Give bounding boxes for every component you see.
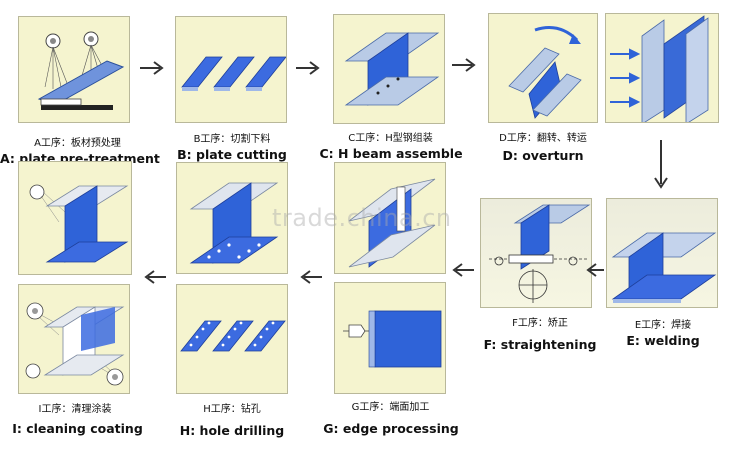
arrow-icon — [654, 140, 668, 189]
step-f-panel — [480, 198, 592, 308]
step-d-welding-panel — [605, 13, 719, 123]
step-c-chinese-label: C工序：H型钢组装 — [348, 133, 433, 144]
h-beam-icon — [344, 32, 440, 106]
step-d-panel — [488, 13, 598, 123]
h-beam-icon — [611, 232, 717, 303]
step-h-english-label: H: hole drilling — [179, 423, 285, 438]
overturn-illustration — [508, 26, 582, 119]
step-d-english-label: D: overturn — [502, 148, 584, 163]
cleaning-coating-illustration — [25, 302, 125, 386]
step-i-panel — [18, 284, 130, 394]
step-h-chinese-label: H工序：钻孔 — [203, 404, 261, 415]
plate-pretreatment-illustration — [37, 31, 125, 110]
step-c-english-label: C: H beam assemble — [319, 146, 463, 161]
step-i-chinese-label: I工序：清理涂装 — [38, 404, 112, 415]
step-a-chinese-label: A工序：板材预处理 — [34, 138, 121, 149]
straightening-illustration — [489, 204, 591, 303]
step-h-top-panel — [176, 162, 288, 274]
step-c-panel — [333, 14, 445, 124]
watermark: trade.china.cn — [272, 204, 452, 232]
step-i-top-panel — [18, 161, 132, 275]
arrow-icon — [452, 58, 476, 72]
arrow-icon — [296, 61, 320, 75]
h-beam-icon — [348, 178, 436, 268]
steel-plate-icon — [181, 56, 286, 91]
step-f-chinese-label: F工序：矫正 — [512, 318, 568, 329]
arrow-icon — [300, 270, 322, 284]
step-f-english-label: F: straightening — [483, 337, 597, 352]
step-e-english-label: E: welding — [626, 333, 700, 348]
step-g-chinese-label: G工序：端面加工 — [351, 402, 430, 413]
h-beam-icon — [29, 184, 129, 263]
step-d-chinese-label: D工序：翻转、转运 — [499, 133, 587, 144]
step-b-chinese-label: B工序：切割下料 — [193, 134, 271, 145]
arrow-icon — [452, 263, 474, 277]
steel-plate-icon — [180, 320, 286, 352]
step-b-panel — [175, 16, 287, 123]
arrow-icon — [140, 61, 164, 75]
edge-processing-illustration — [343, 310, 442, 368]
step-g-english-label: G: edge processing — [323, 421, 459, 436]
step-b-english-label: B: plate cutting — [177, 147, 287, 162]
h-beam-icon — [189, 182, 279, 264]
step-g-panel — [334, 282, 446, 394]
step-g-top-panel — [334, 162, 446, 274]
welding-illustration — [610, 15, 709, 122]
arrow-icon — [144, 270, 166, 284]
step-i-english-label: I: cleaning coating — [12, 421, 143, 436]
step-a-panel — [18, 16, 130, 123]
step-e-panel — [606, 198, 718, 308]
arrow-icon — [586, 263, 604, 277]
step-e-chinese-label: E工序：焊接 — [634, 320, 692, 331]
step-h-panel — [176, 284, 288, 394]
